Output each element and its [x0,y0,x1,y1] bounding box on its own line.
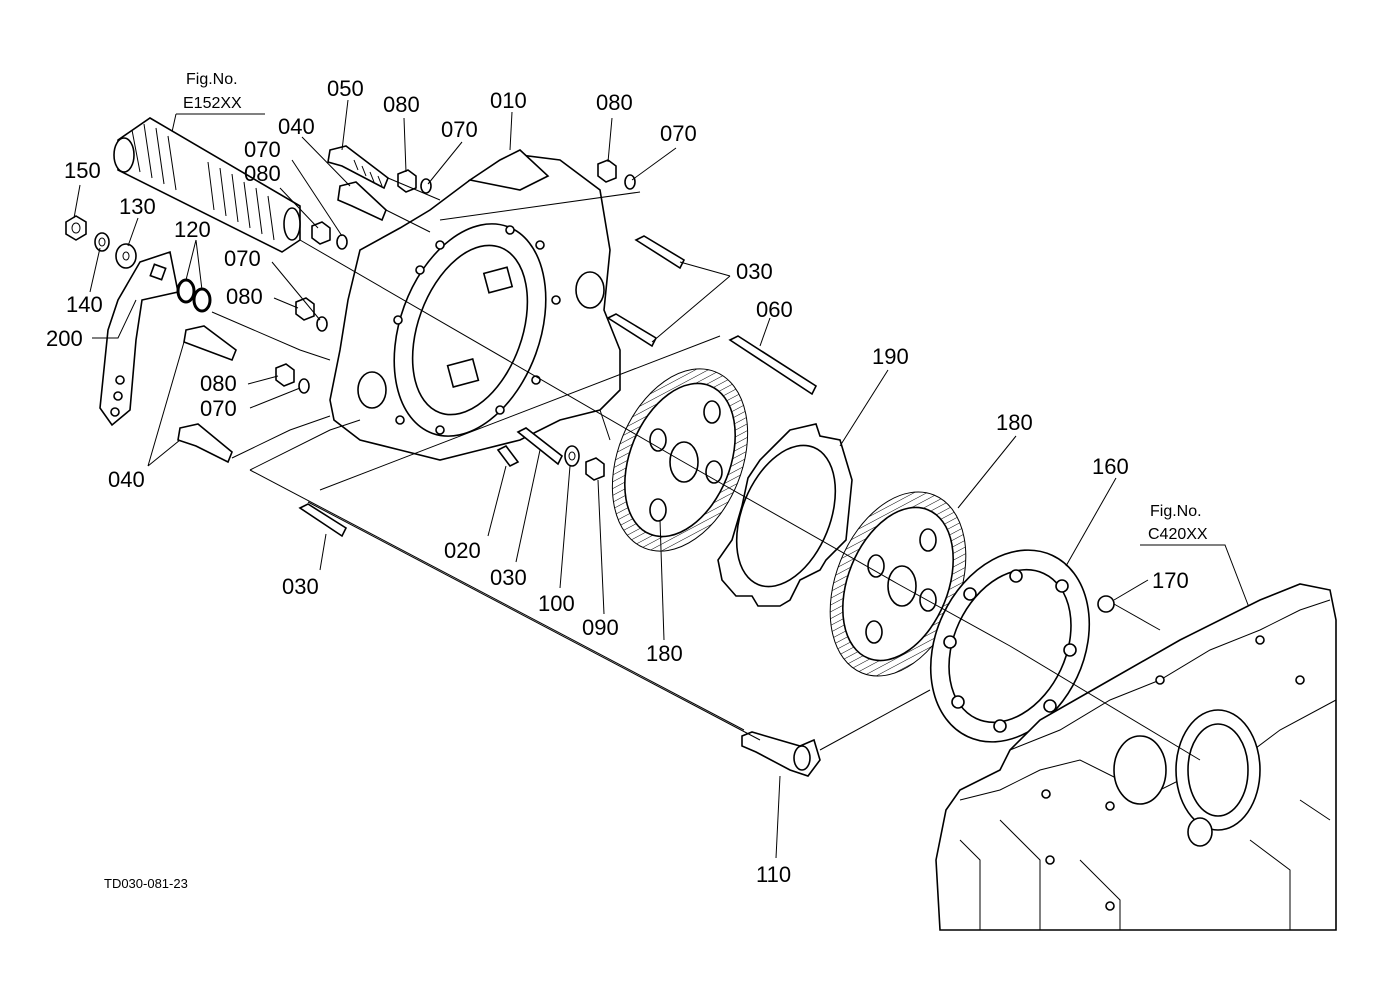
nut-080-d [295,297,315,321]
stud-030-bottom [298,503,348,538]
nut-080-c [311,221,331,245]
ball-170 [1097,595,1115,613]
part-label-180-b[interactable]: 180 [646,641,683,666]
pin-110 [741,731,821,777]
washer-070-b [624,174,636,190]
nut-080-b [597,159,617,183]
washer-070-d [316,316,328,332]
washer-070-a [420,178,432,194]
part-labels: 050 080 070 010 080 070 040 070 080 150 … [46,76,1189,887]
washer-140 [94,232,110,252]
part-label-150[interactable]: 150 [64,158,101,183]
fig-ref-e152xx-line2: E152XX [183,95,242,112]
housing-010 [329,149,621,461]
part-label-130[interactable]: 130 [119,194,156,219]
bolt-040-left-upper [183,325,237,362]
fig-ref-c420xx[interactable]: Fig.No. C420XX [1140,503,1251,611]
part-label-030-a[interactable]: 030 [736,259,773,284]
pin-020 [496,444,520,468]
washer-070-c [336,234,348,250]
leader-lines [73,99,1149,859]
part-label-010[interactable]: 010 [490,88,527,113]
pto-shaft [113,117,301,253]
nut-150 [65,215,87,241]
part-label-070-d[interactable]: 070 [224,246,261,271]
transmission-case [935,583,1337,931]
fig-ref-c420xx-leader [1140,544,1251,611]
part-label-070-c[interactable]: 070 [244,137,281,162]
part-label-200[interactable]: 200 [46,326,83,351]
part-label-080-d[interactable]: 080 [226,284,263,309]
part-label-050[interactable]: 050 [327,76,364,101]
part-label-070-b[interactable]: 070 [660,121,697,146]
part-label-140[interactable]: 140 [66,292,103,317]
nut-080-e [275,363,295,387]
part-label-080-b[interactable]: 080 [596,90,633,115]
nut-080-a [397,169,417,193]
part-label-170[interactable]: 170 [1152,568,1189,593]
stud-030-center [516,427,564,466]
bolt-040-top [337,181,387,222]
washer-130 [115,243,137,269]
plug-090 [585,457,605,481]
stud-030-top [634,235,686,270]
part-label-070-a[interactable]: 070 [441,117,478,142]
part-label-090[interactable]: 090 [582,615,619,640]
fig-ref-e152xx-line1: Fig.No. [186,71,238,88]
drawing-code: TD030-081-23 [104,876,188,891]
bolt-040-left-lower [177,423,233,464]
part-label-030-c[interactable]: 030 [282,574,319,599]
lever-200 [99,250,179,427]
part-label-120[interactable]: 120 [174,217,211,242]
part-label-190[interactable]: 190 [872,344,909,369]
part-label-030-b[interactable]: 030 [490,565,527,590]
part-label-080-c[interactable]: 080 [244,161,281,186]
part-label-080-a[interactable]: 080 [383,92,420,117]
part-label-160[interactable]: 160 [1092,454,1129,479]
part-label-100[interactable]: 100 [538,591,575,616]
part-label-180-a[interactable]: 180 [996,410,1033,435]
part-label-110[interactable]: 110 [756,862,791,887]
fig-ref-c420xx-line1: Fig.No. [1150,503,1202,520]
o-rings-120 [176,278,212,313]
part-label-040-b[interactable]: 040 [108,467,145,492]
stud-060 [728,335,818,396]
part-label-020[interactable]: 020 [444,538,481,563]
plate-190 [717,423,853,607]
washer-070-e [298,378,310,394]
washer-100 [564,445,580,467]
fig-ref-c420xx-line2: C420XX [1148,526,1208,543]
bolt-050 [327,145,389,190]
part-label-080-e[interactable]: 080 [200,371,237,396]
assembly-lines [211,177,1201,761]
part-label-070-e[interactable]: 070 [200,396,237,421]
part-label-040-a[interactable]: 040 [278,114,315,139]
part-label-060[interactable]: 060 [756,297,793,322]
